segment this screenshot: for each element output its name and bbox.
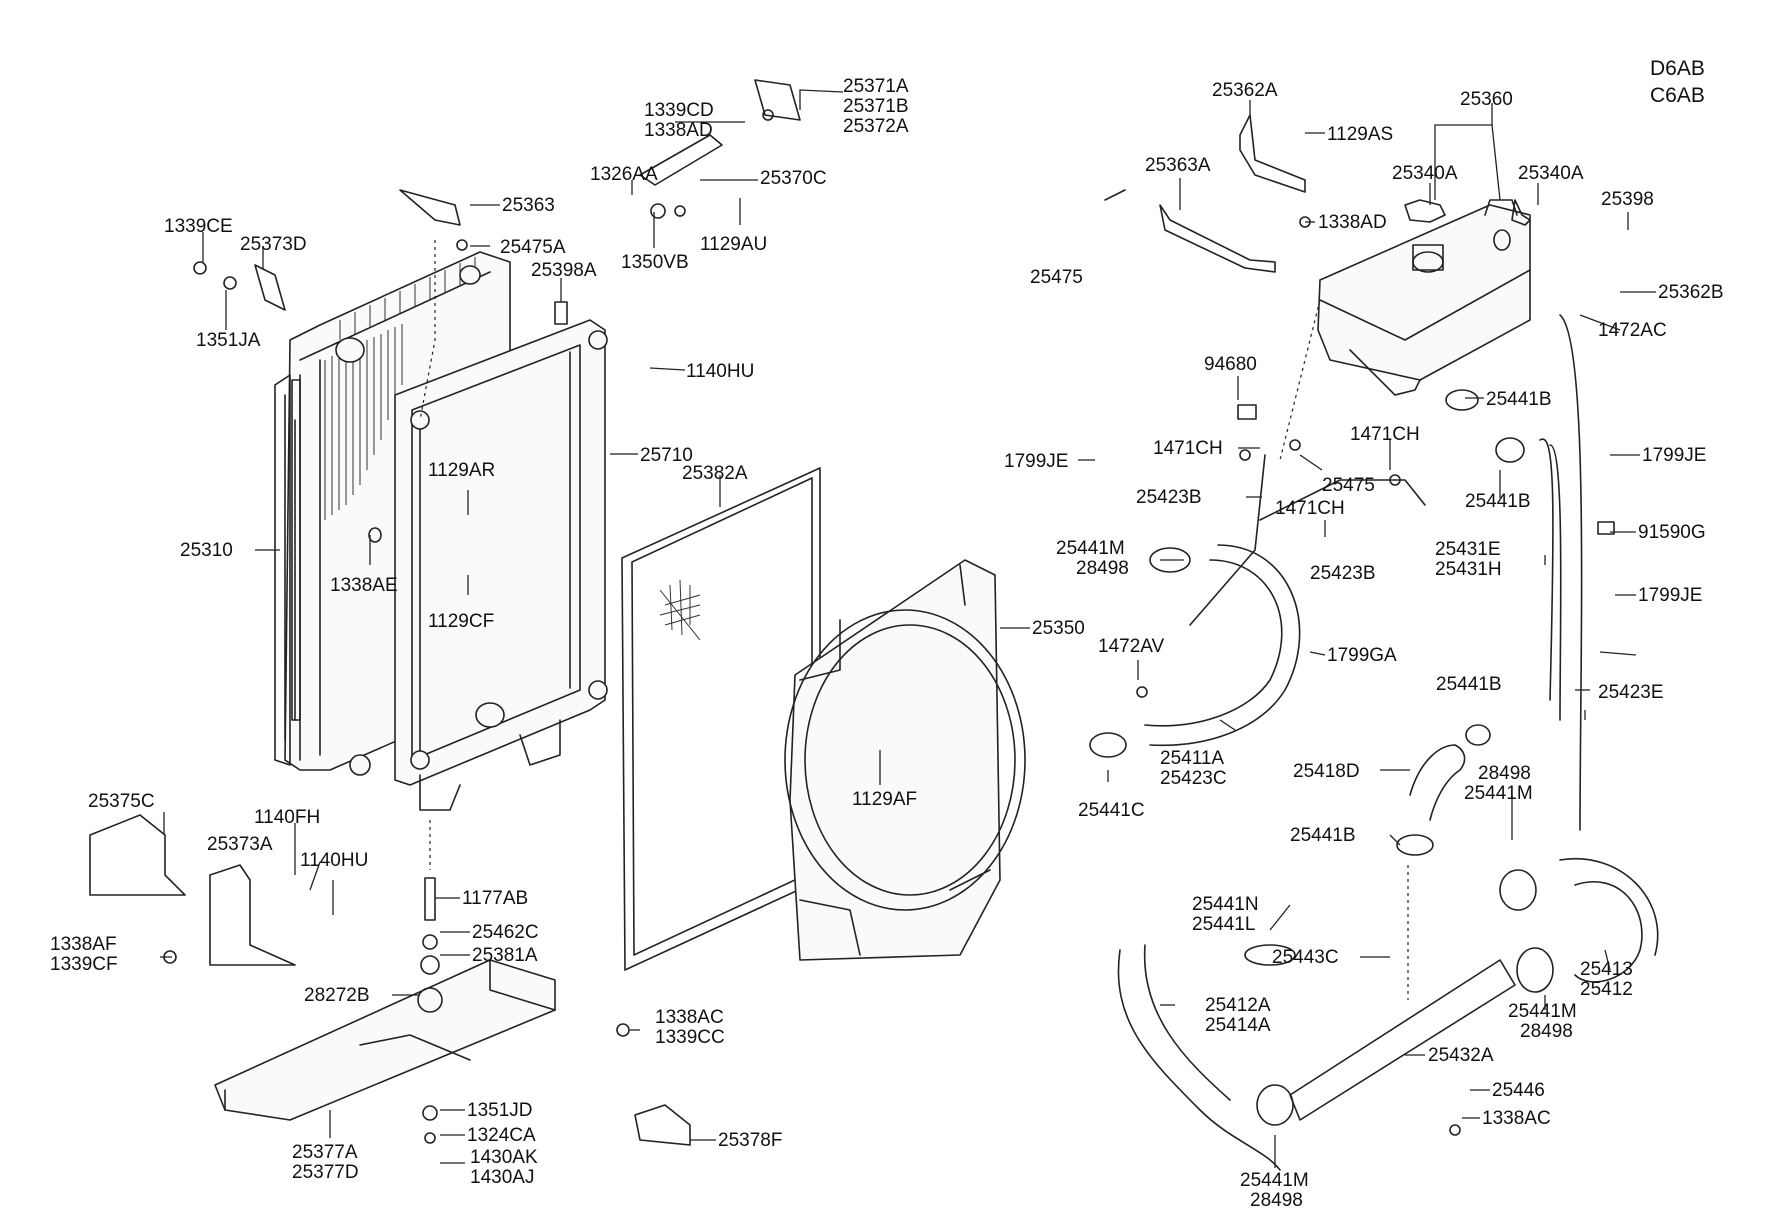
callout-c70: 25441C: [1078, 800, 1145, 821]
callout-c14: 25710: [640, 445, 693, 466]
callout-c65: 25441B: [1436, 674, 1502, 695]
callout-c73: 25443C: [1272, 947, 1339, 968]
callout-c77: 25432A: [1428, 1045, 1494, 1066]
callout-c19: 1129CF: [428, 611, 494, 632]
callout-c03: 1326AA: [590, 164, 658, 185]
callout-c42: 25340A: [1518, 163, 1584, 184]
callout-c46: 25362B: [1658, 282, 1724, 303]
callout-c09: 1339CE: [164, 216, 233, 237]
callout-c62: 1799JE: [1638, 585, 1702, 606]
callout-c40: 25363A: [1145, 155, 1211, 176]
callout-c10: 25373D: [240, 234, 307, 255]
callout-c56: 1471CH: [1275, 498, 1345, 519]
callout-c44: 1338AD: [1318, 212, 1387, 233]
callout-c22: 25375C: [88, 791, 155, 812]
callout-c53: 1799JE: [1642, 445, 1706, 466]
callout-c18: 1338AE: [330, 575, 398, 596]
callout-c11: 25398A: [531, 260, 597, 281]
callout-c47: 1472AC: [1598, 320, 1667, 341]
callout-c21: 1129AF: [852, 789, 917, 810]
callout-c24: 25373A: [207, 834, 273, 855]
callout-c58: 91590G: [1638, 522, 1706, 543]
engine-code-2: C6AB: [1650, 84, 1705, 107]
callout-c08: 25475A: [500, 237, 566, 258]
callout-c29: 25381A: [472, 945, 538, 966]
radiator-mount-cradle: [214, 959, 556, 1121]
callout-c04: 25370C: [760, 168, 827, 189]
callout-c28: 25462C: [472, 922, 539, 943]
engine-code-1: D6AB: [1650, 57, 1705, 80]
coolant-hoses: [1117, 314, 1659, 1171]
callout-c06: 1129AU: [700, 234, 767, 255]
hose-clamps: [1089, 389, 1554, 1126]
callout-c16: 1129AR: [428, 460, 495, 481]
callout-c64: 1799GA: [1327, 645, 1397, 666]
callout-c37: 25362A: [1212, 80, 1278, 101]
callout-c30: 28272B: [304, 985, 370, 1006]
tank-brackets: [1159, 114, 1306, 273]
callout-c15: 25382A: [682, 463, 748, 484]
callout-c49: 25441B: [1486, 389, 1552, 410]
callout-c13: 1140HU: [686, 361, 754, 382]
callout-c60: 25423B: [1310, 563, 1376, 584]
callout-c50: 1799JE: [1004, 451, 1068, 472]
callout-c36: 25378F: [718, 1130, 782, 1151]
callout-c48: 94680: [1204, 354, 1257, 375]
callout-c07: 25363: [502, 195, 555, 216]
callout-c05: 1350VB: [621, 252, 689, 273]
callout-c17: 25310: [180, 540, 233, 561]
callout-c66: 25423E: [1598, 682, 1664, 703]
callout-c51: 1471CH: [1153, 438, 1223, 459]
callout-c63: 1472AV: [1098, 636, 1165, 657]
callout-c25: 1140HU: [300, 850, 368, 871]
callout-c32: 1351JD: [467, 1100, 533, 1121]
callout-c39: 1129AS: [1327, 124, 1393, 145]
callout-c78: 25446: [1492, 1080, 1545, 1101]
callout-c12: 1351JA: [196, 330, 261, 351]
callout-c33: 1324CA: [467, 1125, 536, 1146]
callout-c54: 25475: [1322, 475, 1375, 496]
fasteners: [163, 79, 1615, 1144]
callout-c45: 25475: [1030, 267, 1083, 288]
callout-c41: 25340A: [1392, 163, 1458, 184]
callout-c38: 25360: [1460, 89, 1513, 110]
callout-c27: 1177AB: [462, 888, 528, 909]
callout-c20: 25350: [1032, 618, 1085, 639]
fan-shroud: [784, 559, 1026, 961]
callout-c68: 25418D: [1293, 761, 1360, 782]
callout-c55: 25423B: [1136, 487, 1202, 508]
radiator-shroud-frame: [394, 301, 608, 811]
mounting-brackets: [89, 189, 691, 1146]
callout-c79: 1338AC: [1482, 1108, 1551, 1129]
callout-leader-lines: [160, 89, 1656, 1168]
callout-c52: 1471CH: [1350, 424, 1420, 445]
callout-c43: 25398: [1601, 189, 1654, 210]
callout-c71: 25441B: [1290, 825, 1356, 846]
callout-c23: 1140FH: [254, 807, 320, 828]
callout-c57: 25441B: [1465, 491, 1531, 512]
surge-tank: [1317, 199, 1531, 396]
